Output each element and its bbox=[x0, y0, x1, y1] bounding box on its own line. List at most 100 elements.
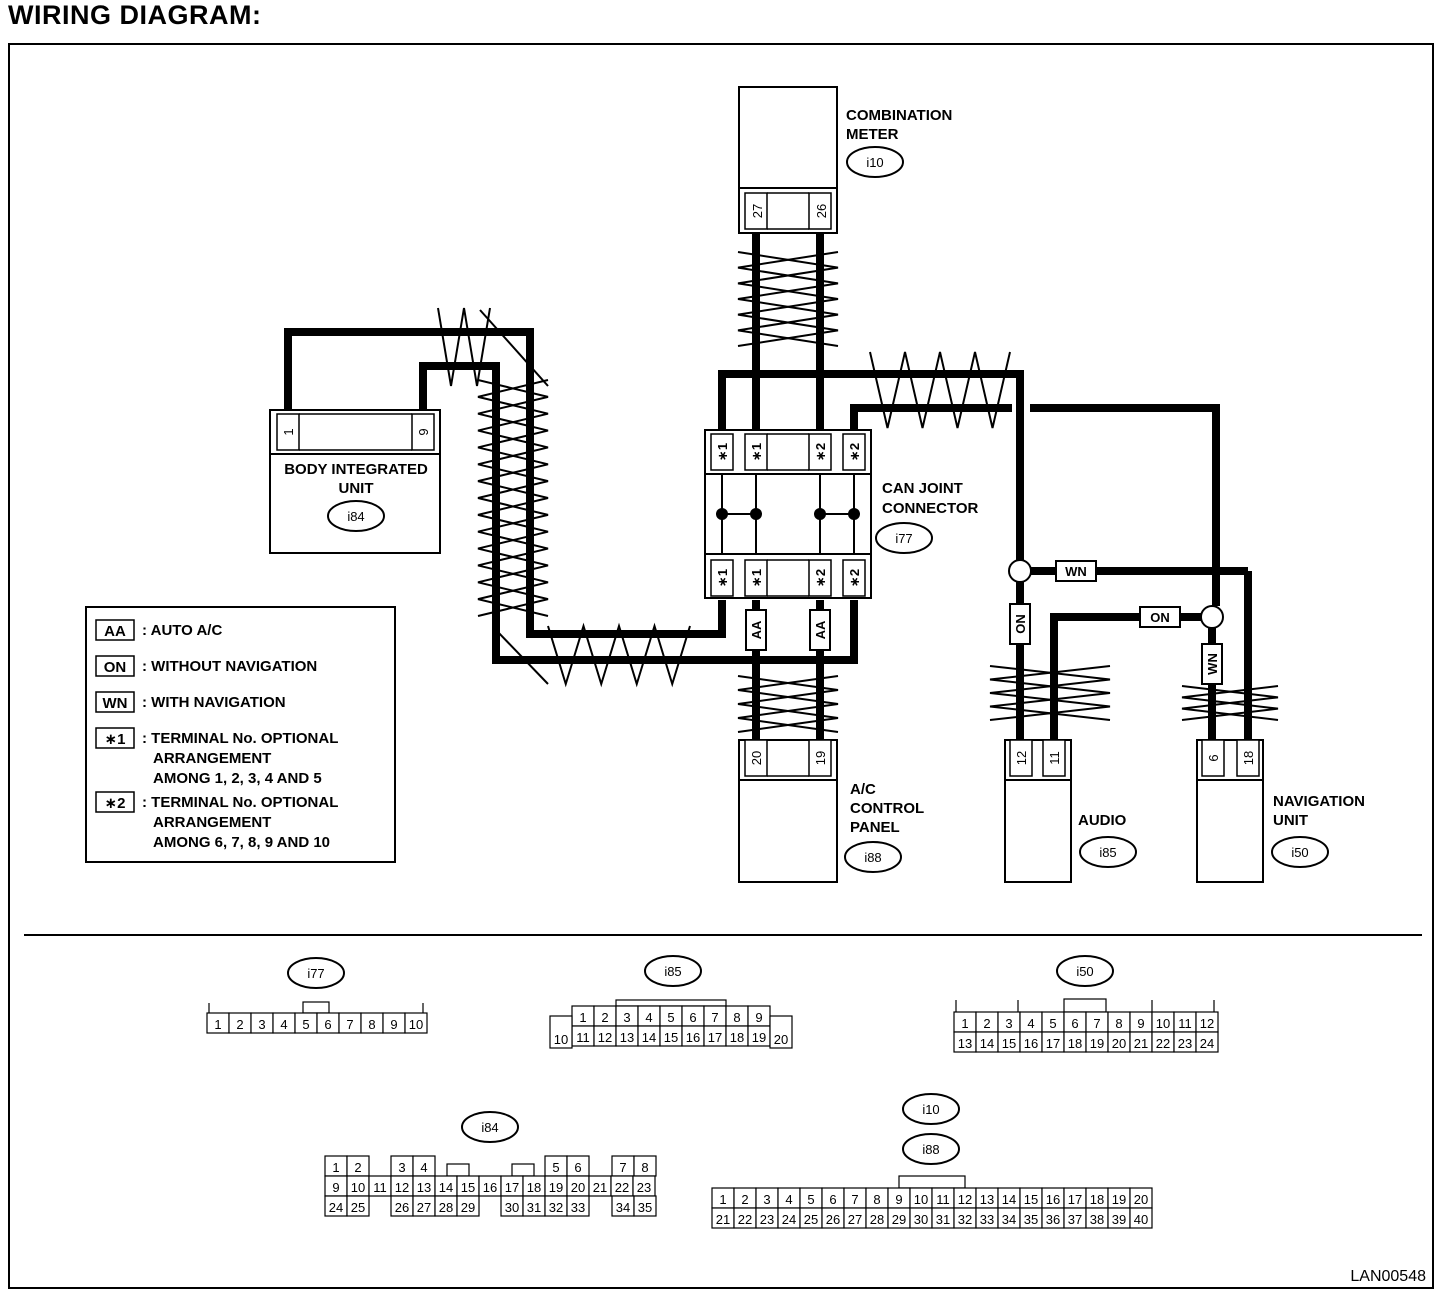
face-cell-number: 6 bbox=[574, 1160, 581, 1175]
face-cell-number: 19 bbox=[549, 1180, 563, 1195]
face-cell-number: 16 bbox=[1024, 1036, 1038, 1051]
face-cell-number: 31 bbox=[527, 1200, 541, 1215]
can-bottom-pin-2: ∗1 bbox=[749, 569, 764, 587]
face-cell-number: 22 bbox=[615, 1180, 629, 1195]
face-cell-number: 38 bbox=[1090, 1212, 1104, 1227]
face-cell-number: 17 bbox=[1046, 1036, 1060, 1051]
navigation-unit: 6 18 NAVIGATION UNIT i50 bbox=[1196, 739, 1365, 883]
face-cell-number: 9 bbox=[332, 1180, 339, 1195]
face-cell-number: 11 bbox=[936, 1192, 950, 1207]
junction-right bbox=[1200, 605, 1224, 629]
face-i10-oval bbox=[902, 1093, 960, 1125]
on-tag-vertical: ON bbox=[1013, 614, 1028, 634]
nav-label-2: UNIT bbox=[1273, 812, 1308, 829]
face-cell-number: 31 bbox=[936, 1212, 950, 1227]
nav-label-1: NAVIGATION bbox=[1273, 793, 1365, 810]
audio-unit: 12 11 AUDIO i85 bbox=[1004, 739, 1137, 883]
face-i77-oval bbox=[287, 957, 345, 989]
face-cell-number: 35 bbox=[638, 1200, 652, 1215]
twist-mark bbox=[989, 665, 1111, 721]
face-cell-number: 20 bbox=[774, 1032, 788, 1047]
face-cell-number: 8 bbox=[1115, 1016, 1122, 1031]
can-bottom-pin-3: ∗2 bbox=[813, 569, 828, 587]
face-cell-number: 26 bbox=[395, 1200, 409, 1215]
legend-text-star1-3: AMONG 1, 2, 3, 4 AND 5 bbox=[153, 770, 322, 787]
twist-mark bbox=[737, 675, 839, 733]
biu-id: i84 bbox=[347, 509, 364, 524]
face-cell bbox=[769, 1015, 793, 1049]
face-cell-number: 33 bbox=[571, 1200, 585, 1215]
face-cell-number: 20 bbox=[1134, 1192, 1148, 1207]
face-cell-number: 21 bbox=[1134, 1036, 1148, 1051]
biu-pin-1: 1 bbox=[281, 428, 296, 435]
legend-code-on: ON bbox=[104, 659, 127, 676]
legend-text-on: : WITHOUT NAVIGATION bbox=[142, 658, 317, 675]
legend: AA : AUTO A/C ON : WITHOUT NAVIGATION WN… bbox=[85, 606, 396, 863]
ac-label-1: A/C bbox=[850, 781, 876, 798]
legend-text-star2-2: ARRANGEMENT bbox=[153, 814, 271, 831]
face-cell-number: 14 bbox=[642, 1030, 656, 1045]
ac-label-3: PANEL bbox=[850, 819, 900, 836]
nav-id: i50 bbox=[1291, 845, 1308, 860]
face-cell-number: 7 bbox=[1093, 1016, 1100, 1031]
face-cell-number: 27 bbox=[417, 1200, 431, 1215]
wire-audio-11 bbox=[1050, 613, 1202, 742]
face-cell-number: 5 bbox=[552, 1160, 559, 1175]
face-cell bbox=[566, 1195, 590, 1217]
ac-id-oval bbox=[844, 841, 902, 873]
face-cell-number: 26 bbox=[826, 1212, 840, 1227]
face-cell-number: 10 bbox=[409, 1017, 423, 1032]
face-i77-label: i77 bbox=[307, 966, 324, 981]
face-cell bbox=[1129, 1207, 1153, 1229]
face-i50-oval bbox=[1056, 955, 1114, 987]
face-cell-number: 10 bbox=[914, 1192, 928, 1207]
face-cell-number: 19 bbox=[752, 1030, 766, 1045]
face-cell-number: 37 bbox=[1068, 1212, 1082, 1227]
face-cell-number: 17 bbox=[708, 1030, 722, 1045]
face-cell-number: 1 bbox=[579, 1010, 586, 1025]
meter-label-2: METER bbox=[846, 126, 899, 143]
legend-text-star1-1: : TERMINAL No. OPTIONAL bbox=[142, 730, 338, 747]
audio-id-oval bbox=[1079, 836, 1137, 868]
face-cell-number: 1 bbox=[214, 1017, 221, 1032]
can-id: i77 bbox=[895, 531, 912, 546]
ac-control-panel: 20 19 A/C CONTROL PANEL i88 bbox=[738, 739, 924, 883]
face-cell-number: 18 bbox=[1090, 1192, 1104, 1207]
face-cell-number: 17 bbox=[505, 1180, 519, 1195]
face-cell-number: 13 bbox=[417, 1180, 431, 1195]
face-cell-number: 32 bbox=[549, 1200, 563, 1215]
face-cell-number: 24 bbox=[329, 1200, 343, 1215]
can-top-pin-4: ∗2 bbox=[847, 443, 862, 461]
aa-tag-left: AA bbox=[749, 620, 764, 639]
face-cell-number: 16 bbox=[483, 1180, 497, 1195]
face-cell-number: 9 bbox=[390, 1017, 397, 1032]
face-cell-number: 19 bbox=[1112, 1192, 1126, 1207]
face-cell-number: 7 bbox=[711, 1010, 718, 1025]
face-cell-number: 13 bbox=[980, 1192, 994, 1207]
wire-biu-9 bbox=[419, 362, 858, 664]
face-cell-number: 1 bbox=[332, 1160, 339, 1175]
legend-text-aa: : AUTO A/C bbox=[142, 622, 222, 639]
meter-pin-26: 26 bbox=[814, 204, 829, 218]
face-cell-number: 6 bbox=[324, 1017, 331, 1032]
ac-id: i88 bbox=[864, 850, 881, 865]
face-cell-number: 3 bbox=[258, 1017, 265, 1032]
face-cell-number: 9 bbox=[755, 1010, 762, 1025]
face-cell-number: 15 bbox=[461, 1180, 475, 1195]
face-cell-number: 4 bbox=[420, 1160, 427, 1175]
face-cell-number: 25 bbox=[351, 1200, 365, 1215]
face-cell-number: 3 bbox=[398, 1160, 405, 1175]
face-cell-number: 15 bbox=[1002, 1036, 1016, 1051]
face-cell-number: 6 bbox=[689, 1010, 696, 1025]
twist-mark bbox=[737, 251, 839, 347]
face-cell bbox=[404, 1012, 428, 1034]
face-i50-label: i50 bbox=[1076, 964, 1093, 979]
aa-tag-right: AA bbox=[813, 620, 828, 639]
face-cell-number: 8 bbox=[733, 1010, 740, 1025]
nav-id-oval bbox=[1271, 836, 1329, 868]
twist-mark bbox=[479, 309, 549, 387]
wn-tag-horizontal: WN bbox=[1065, 564, 1087, 579]
biu-label-2: UNIT bbox=[339, 480, 374, 497]
face-cell-number: 22 bbox=[1156, 1036, 1170, 1051]
face-cell-number: 2 bbox=[983, 1016, 990, 1031]
